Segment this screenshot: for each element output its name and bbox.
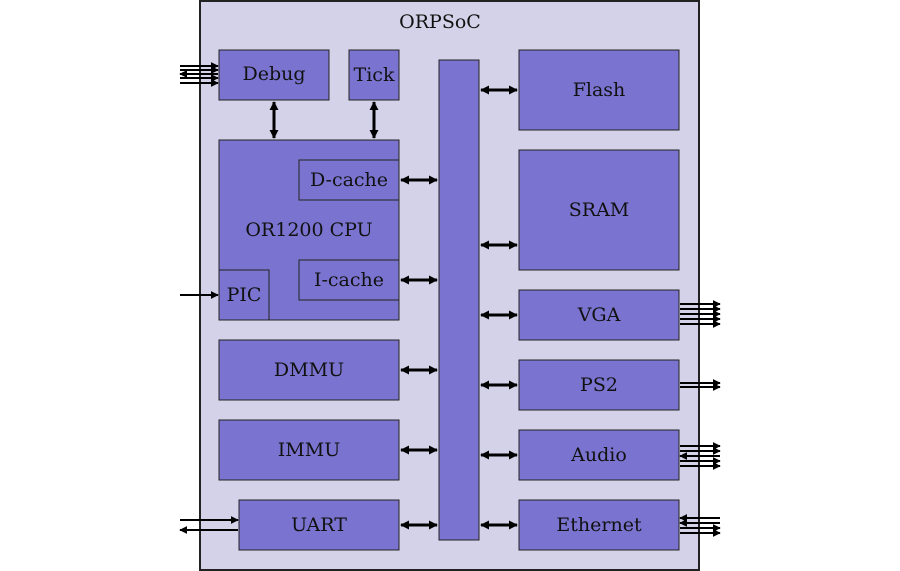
svg-text:Tick: Tick (354, 64, 395, 86)
block-uart: UART (238, 499, 400, 551)
svg-text:Flash: Flash (573, 79, 626, 101)
block-icache: I-cache (298, 259, 400, 301)
svg-text:Ethernet: Ethernet (556, 514, 642, 536)
block-pic: PIC (218, 269, 270, 321)
svg-text:Debug: Debug (242, 63, 305, 85)
svg-text:SRAM: SRAM (569, 199, 630, 221)
block-ps2: PS2 (518, 359, 680, 411)
svg-text:PIC: PIC (227, 284, 262, 306)
svg-text:D-cache: D-cache (310, 169, 388, 191)
block-immu: IMMU (218, 419, 400, 481)
block-flash: Flash (518, 49, 680, 131)
svg-text:OR1200 CPU: OR1200 CPU (245, 219, 372, 241)
block-ethernet: Ethernet (518, 499, 680, 551)
svg-text:PS2: PS2 (580, 374, 618, 396)
block-audio: Audio (518, 429, 680, 481)
svg-text:I-cache: I-cache (314, 269, 384, 291)
svg-text:DMMU: DMMU (274, 359, 344, 381)
block-vga: VGA (518, 289, 680, 341)
bidirectional-arrows (269, 85, 518, 530)
block-dcache: D-cache (298, 159, 400, 201)
external-signals (179, 62, 721, 537)
block-sram: SRAM (518, 149, 680, 271)
block-dmmu: DMMU (218, 339, 400, 401)
svg-text:UART: UART (291, 514, 347, 536)
system-bus (438, 59, 480, 541)
block-tick: Tick (348, 49, 400, 101)
block-debug: Debug (218, 49, 330, 101)
svg-text:Audio: Audio (570, 444, 627, 466)
svg-text:IMMU: IMMU (278, 439, 340, 461)
diagram-title: ORPSoC (399, 11, 481, 33)
svg-text:VGA: VGA (577, 304, 621, 326)
